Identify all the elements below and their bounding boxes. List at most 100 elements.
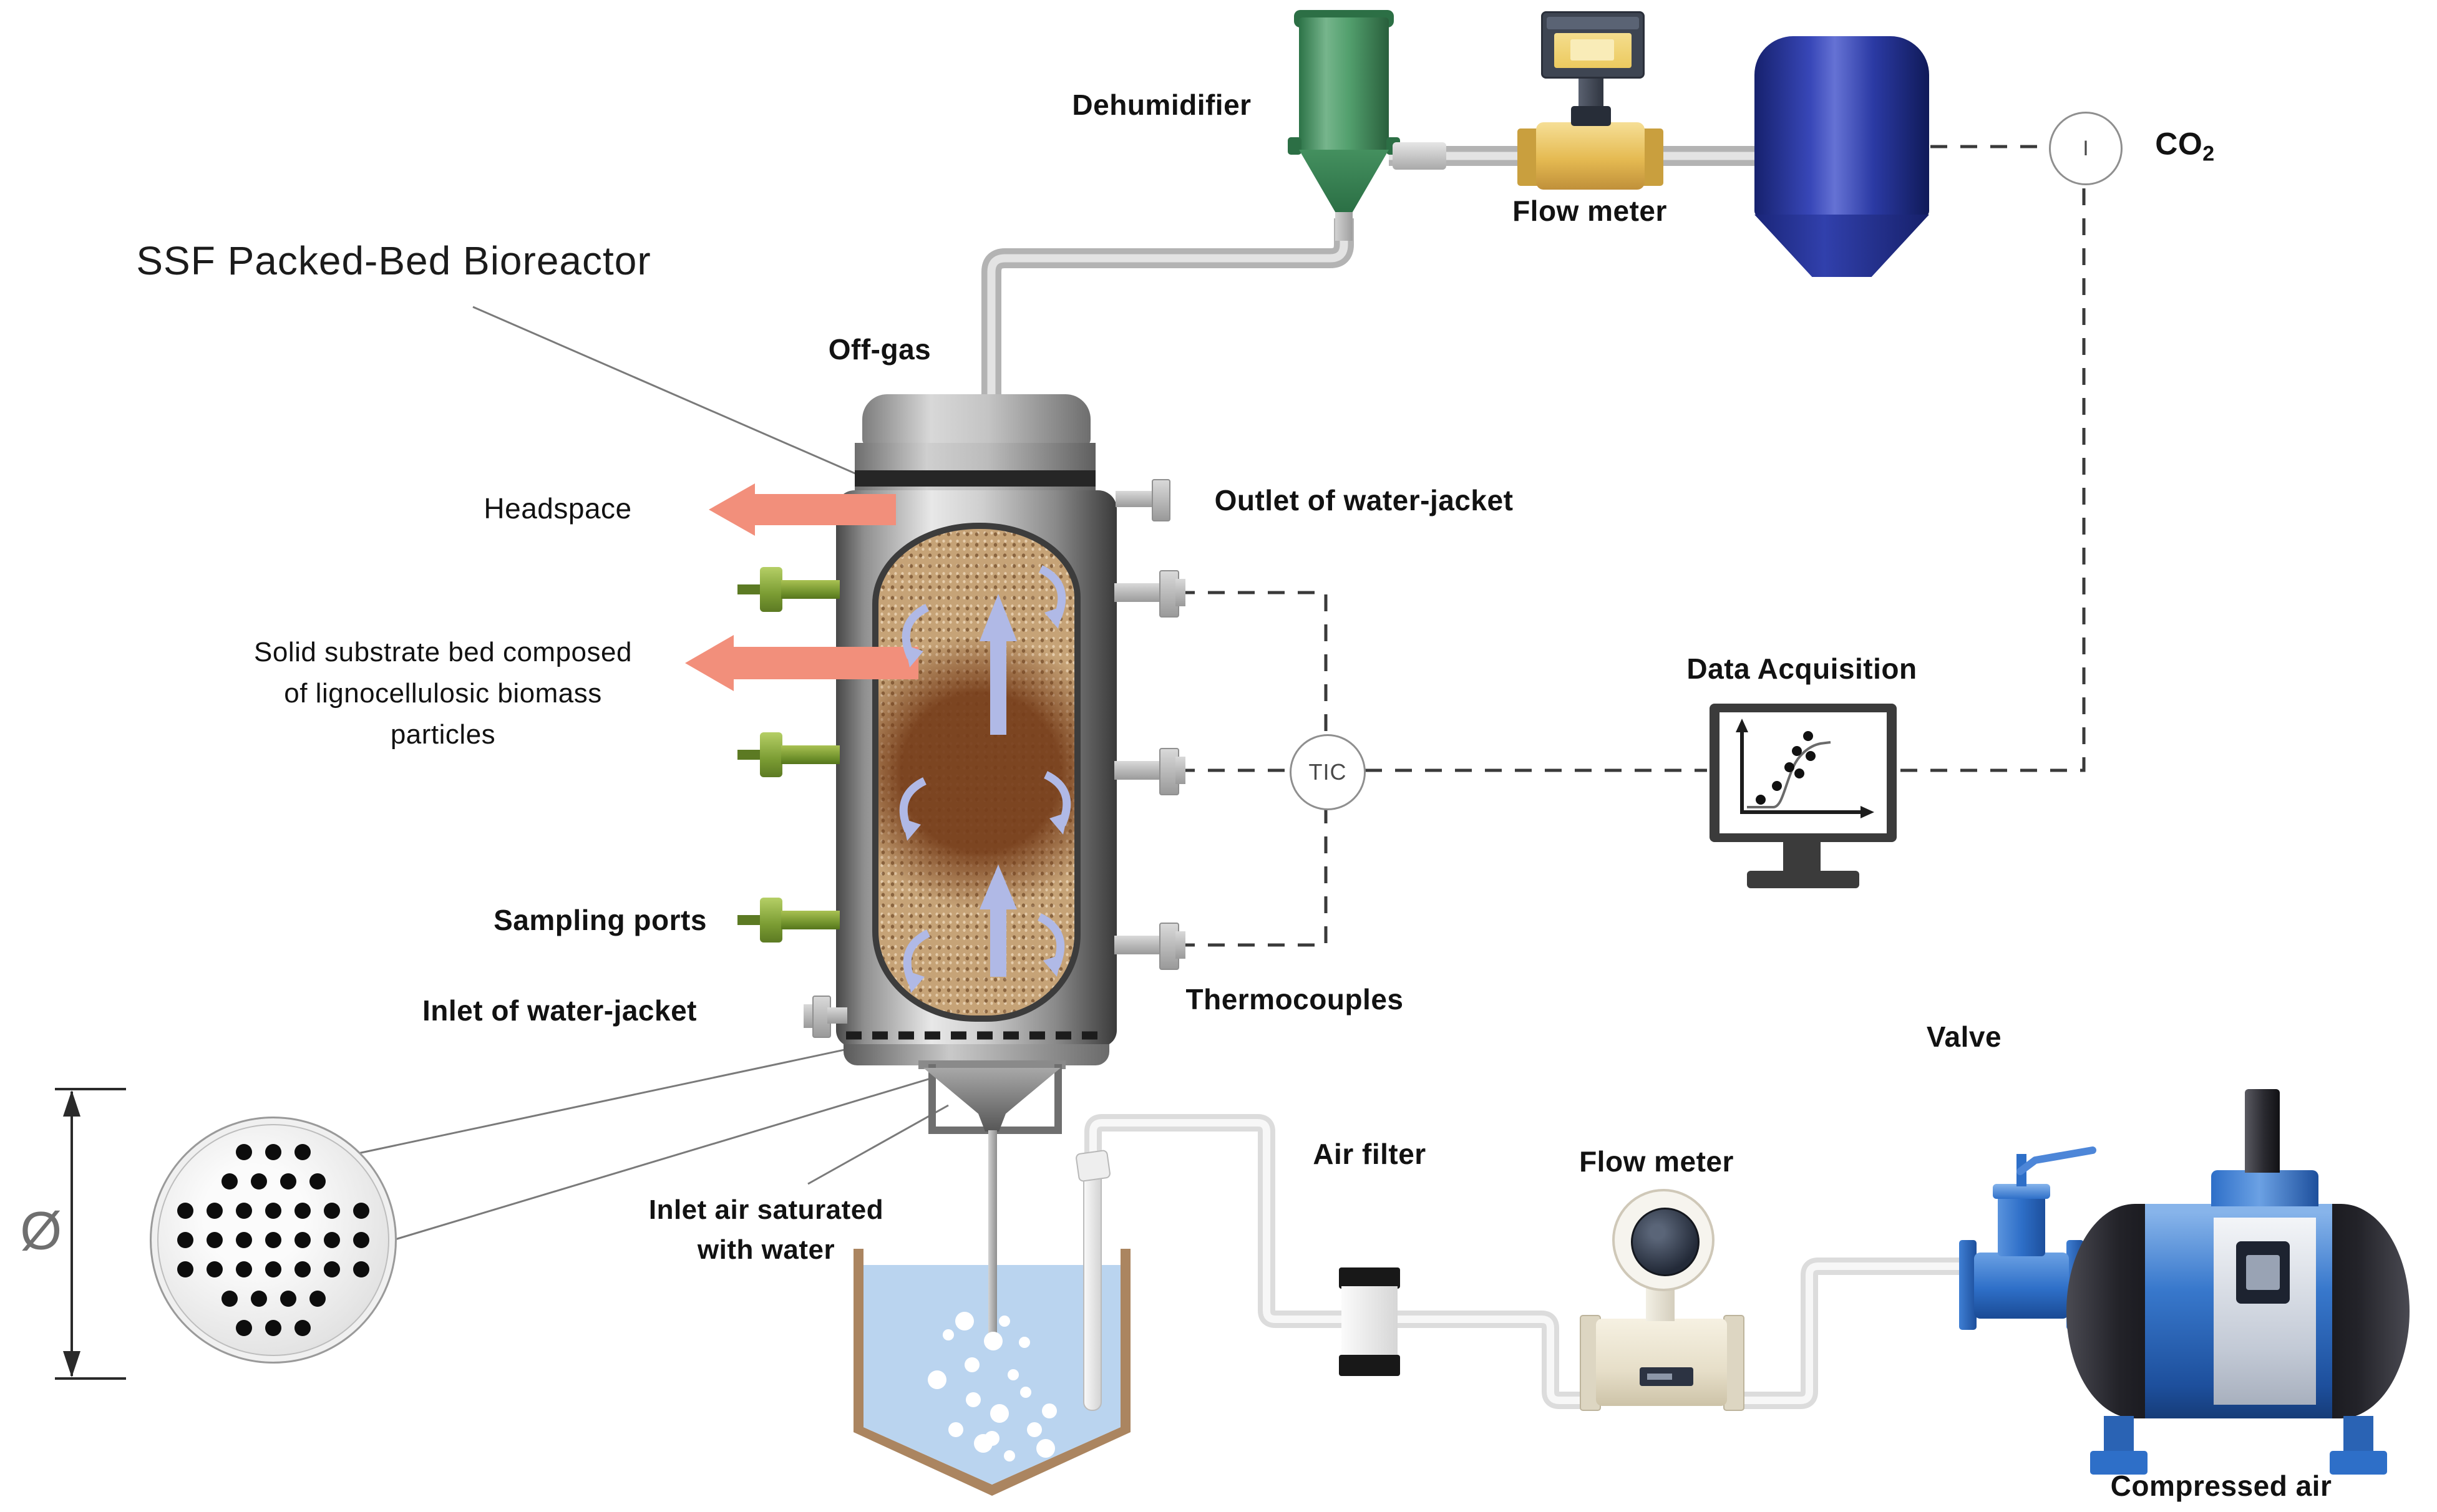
valve-flange-left: [1959, 1240, 1977, 1330]
flow-meter-bottom-gauge-ring: [1612, 1189, 1715, 1291]
plate-hole: [294, 1203, 311, 1219]
diagram-title: SSF Packed-Bed Bioreactor: [136, 238, 651, 283]
headspace-arrow-shaft: [754, 494, 896, 525]
sampling-port-flange: [760, 567, 782, 612]
co2-label: CO2: [2155, 126, 2214, 167]
sampling-port-stem: [737, 584, 765, 594]
flow-meter-top-collar: [1571, 106, 1611, 126]
flow-meter-top-display: [1541, 11, 1645, 79]
valve-label: Valve: [1926, 1020, 2002, 1053]
sampling-port-flange: [760, 898, 782, 943]
valve-handle: [2016, 1146, 2096, 1175]
plate-hole: [221, 1291, 238, 1307]
water-jacket-outlet-port: [1116, 491, 1155, 507]
air-bubble: [999, 1316, 1010, 1327]
agitator-shaft: [988, 1130, 997, 1339]
funnel-top-plate: [918, 1060, 1066, 1069]
plate-hole: [236, 1232, 252, 1248]
sampling-port-pipe: [781, 745, 840, 764]
thermocouples-label: Thermocouples: [1185, 983, 1404, 1015]
co2-indicator-label: I: [2083, 136, 2089, 160]
off-gas-label: Off-gas: [828, 333, 932, 366]
substrate-label-line1: Solid substrate bed composed: [254, 637, 632, 667]
plate-hole: [353, 1261, 369, 1277]
sampling-port-stem: [737, 750, 765, 760]
air-bubble: [1036, 1439, 1055, 1458]
substrate-arrow-shaft: [732, 647, 918, 679]
daq-monitor-screen: [1720, 712, 1887, 833]
off-gas-pipe: [981, 218, 1354, 412]
co2-subscript: 2: [2202, 142, 2215, 166]
tic-label: TIC: [1308, 759, 1347, 785]
air-bubble: [928, 1370, 946, 1389]
tank-display: [2236, 1241, 2290, 1304]
headspace-arrow-head: [709, 483, 755, 536]
dehumidifier-knob-left: [1288, 137, 1301, 155]
plate-hole: [236, 1203, 252, 1219]
valve-bonnet: [1998, 1194, 2045, 1256]
inlet-air-leader-line: [807, 1104, 949, 1185]
tic-controller-circle: TIC: [1290, 734, 1366, 810]
gas-tank-cone: [1754, 215, 1929, 277]
plate-hole: [250, 1173, 267, 1190]
water-jacket-inlet-port: [827, 1007, 847, 1024]
diameter-dimension: [55, 1088, 126, 1380]
perforated-plate: [150, 1117, 397, 1364]
plate-leader-line-top: [349, 1035, 907, 1156]
tank-foot-right: [2330, 1451, 2387, 1475]
flow-meter-top-label: Flow meter: [1512, 195, 1667, 227]
tank-foot-left: [2090, 1451, 2148, 1475]
plate-hole: [177, 1203, 193, 1219]
plate-hole: [265, 1203, 281, 1219]
plate-hole: [324, 1261, 340, 1277]
air-bubble: [966, 1392, 981, 1407]
air-bubble: [985, 1431, 1000, 1446]
bath-air-tube-collar: [1075, 1149, 1111, 1183]
plate-hole: [250, 1291, 267, 1307]
thermocouple-port-pipe: [1114, 761, 1163, 780]
plate-hole: [221, 1173, 238, 1190]
plate-hole: [207, 1203, 223, 1219]
plate-hole: [177, 1232, 193, 1248]
plate-hole: [265, 1261, 281, 1277]
plate-hole: [265, 1144, 281, 1160]
dehumidifier-tip-tube: [1335, 212, 1353, 241]
daq-to-co2-signal-line: [1900, 185, 2086, 772]
daq-monitor-neck: [1783, 842, 1821, 872]
thermocouple-port-stub: [1175, 931, 1185, 959]
plate-hole: [280, 1173, 296, 1190]
inlet-air-label-line2: with water: [697, 1234, 835, 1265]
plate-hole: [265, 1320, 281, 1336]
plate-hole: [236, 1320, 252, 1336]
air-bubble: [1008, 1369, 1019, 1380]
air-bubble: [1020, 1387, 1031, 1398]
plate-hole: [353, 1232, 369, 1248]
plate-holes: [152, 1118, 395, 1362]
flow-meter-display-screen: [1554, 33, 1632, 68]
reactor-neck: [855, 443, 1096, 494]
inlet-air-label-line1: Inlet air saturated: [648, 1195, 884, 1225]
air-bubble: [1027, 1422, 1042, 1437]
valve-bonnet-cap: [1993, 1184, 2050, 1199]
bath-air-tube: [1083, 1155, 1102, 1411]
plate-hole: [236, 1261, 252, 1277]
tank-top-pipe: [2245, 1089, 2280, 1173]
plate-hole: [177, 1261, 193, 1277]
headspace-label: Headspace: [484, 492, 632, 525]
substrate-label-line3: particles: [390, 719, 496, 750]
gas-tank-body: [1754, 36, 1929, 217]
air-filter-label: Air filter: [1313, 1138, 1426, 1170]
compressed-air-label: Compressed air: [2110, 1470, 2332, 1502]
valve-stem: [2016, 1154, 2026, 1186]
daq-monitor: [1710, 704, 1897, 842]
sampling-port-flange: [760, 732, 782, 777]
plate-hole: [280, 1291, 296, 1307]
dehumidifier-cone: [1299, 150, 1389, 215]
co2-text: CO: [2155, 126, 2203, 162]
sampling-port-stem: [737, 915, 765, 925]
air-bubble: [990, 1404, 1009, 1423]
pipe-coupling: [1393, 142, 1446, 170]
co2-indicator-circle: I: [2049, 112, 2123, 185]
flow-meter-bottom-gauge-screen: [1631, 1208, 1700, 1276]
